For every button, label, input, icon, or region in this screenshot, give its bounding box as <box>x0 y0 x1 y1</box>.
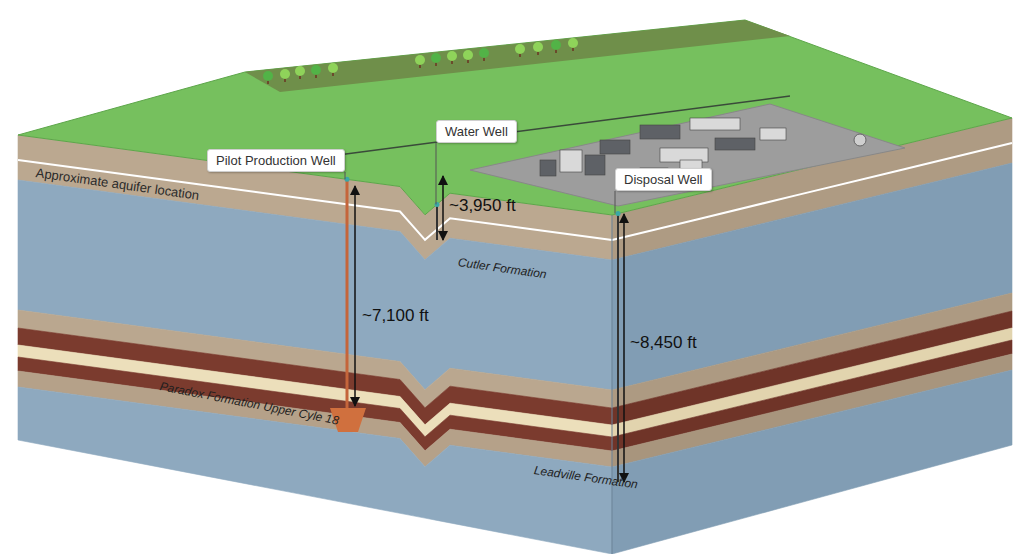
flag-pole <box>615 191 616 214</box>
rock-layer <box>612 370 1012 554</box>
tree <box>263 71 273 81</box>
field-strip <box>245 20 790 92</box>
well-flag: Pilot Production Well <box>207 149 345 172</box>
depth-dimension: ~3,950 ft <box>449 196 516 216</box>
dimension-arrow <box>354 186 356 406</box>
well-flag: Water Well <box>436 120 517 143</box>
facility-pad <box>470 104 905 206</box>
tree <box>551 40 561 50</box>
flag-pole <box>345 172 346 179</box>
tree <box>415 55 425 65</box>
tree <box>568 38 578 48</box>
facility-building <box>600 140 630 154</box>
facility-building <box>585 155 605 175</box>
ground-surface <box>18 20 1012 215</box>
tree <box>463 50 473 60</box>
wellhead <box>435 202 440 207</box>
well-name: Disposal Well <box>615 168 712 191</box>
tree <box>280 69 290 79</box>
tree <box>533 42 543 52</box>
well-name: Pilot Production Well <box>207 149 345 172</box>
tree <box>328 63 338 73</box>
water-well <box>436 204 438 240</box>
tree <box>431 53 441 63</box>
depth-dimension: ~7,100 ft <box>362 306 429 326</box>
flag-pole <box>436 143 437 204</box>
tree <box>515 44 525 54</box>
facility-building <box>640 125 680 139</box>
disposal-well <box>617 214 619 482</box>
facility-building <box>760 128 786 140</box>
tree <box>295 66 305 76</box>
dimension-arrow <box>442 176 444 240</box>
tree <box>447 51 457 61</box>
dimension-arrow <box>623 214 625 482</box>
facility-building <box>560 150 582 172</box>
production-well <box>346 179 349 412</box>
tank <box>854 134 866 146</box>
well-flag: Disposal Well <box>615 168 712 191</box>
facility-building <box>715 138 755 150</box>
tree <box>479 48 489 58</box>
facility-building <box>540 160 556 176</box>
well-name: Water Well <box>436 120 517 143</box>
tree <box>311 65 321 75</box>
wellhead <box>616 211 621 216</box>
block-edge <box>612 215 613 554</box>
facility-building <box>690 118 740 130</box>
depth-dimension: ~8,450 ft <box>630 333 697 353</box>
